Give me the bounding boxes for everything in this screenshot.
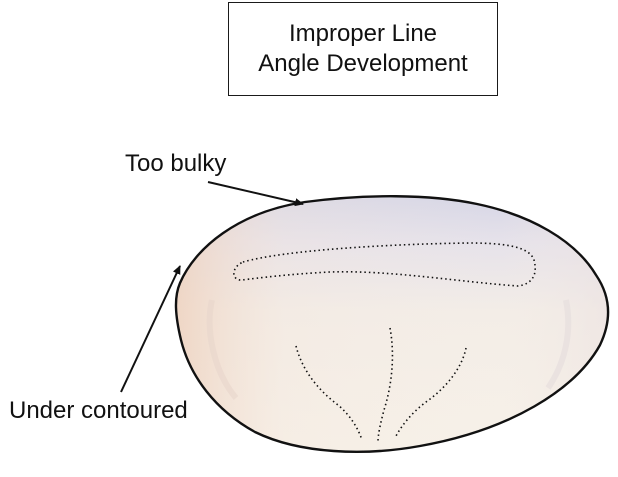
arrow-too-bulky — [208, 182, 303, 204]
arrow-under-contoured — [121, 266, 180, 392]
